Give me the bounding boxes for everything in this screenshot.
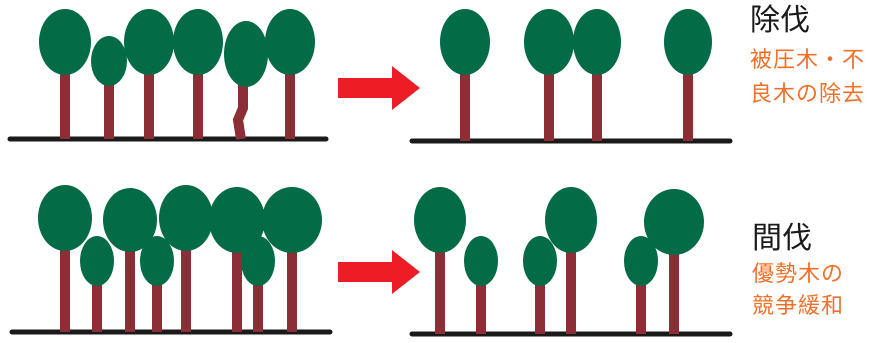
tree-crown bbox=[80, 236, 114, 286]
tree-crown bbox=[624, 236, 658, 286]
tree-crown bbox=[464, 236, 498, 286]
tree-trunk bbox=[60, 218, 70, 332]
tree-trunk bbox=[181, 218, 191, 332]
tree-trunk bbox=[232, 70, 248, 140]
tree bbox=[38, 185, 92, 332]
tree-crown bbox=[524, 9, 574, 75]
tree bbox=[524, 9, 574, 141]
tree-trunk bbox=[544, 42, 554, 141]
row-thinning-description-line-2: 競争緩和 bbox=[752, 294, 845, 319]
tree-crown bbox=[644, 189, 704, 255]
tree bbox=[545, 187, 597, 334]
tree bbox=[209, 187, 265, 332]
row-weeding-arrow bbox=[338, 66, 420, 110]
tree-trunk bbox=[193, 42, 203, 139]
tree-trunk bbox=[476, 261, 486, 334]
tree-crown bbox=[414, 187, 466, 253]
tree-crown bbox=[91, 36, 127, 86]
tree-crown bbox=[140, 236, 174, 286]
tree-trunk bbox=[460, 42, 470, 141]
row-weeding-title: 除伐 bbox=[750, 3, 810, 38]
tree-crown bbox=[39, 9, 91, 75]
tree-trunk bbox=[669, 222, 679, 334]
tree-trunk bbox=[92, 261, 102, 332]
tree bbox=[573, 9, 621, 141]
tree-crown bbox=[573, 9, 621, 75]
row-thinning-before-scene bbox=[9, 185, 333, 335]
tree bbox=[414, 187, 466, 334]
tree-trunk bbox=[566, 220, 576, 334]
tree-trunk bbox=[435, 220, 445, 334]
row-thinning-after-scene bbox=[409, 187, 733, 337]
tree bbox=[224, 21, 268, 140]
tree-crown bbox=[159, 185, 213, 251]
tree-crown bbox=[265, 9, 315, 75]
tree bbox=[39, 9, 91, 139]
tree-crown bbox=[545, 187, 597, 253]
tree-crown bbox=[523, 236, 557, 286]
tree-crown bbox=[224, 21, 268, 87]
row-thinning-description-line-1: 優勢木の bbox=[752, 262, 845, 287]
tree-crown bbox=[241, 236, 275, 286]
row-weeding-description-line-1: 被圧木・不 bbox=[750, 48, 866, 73]
tree bbox=[80, 236, 114, 332]
tree-crown bbox=[664, 9, 712, 75]
row-thinning bbox=[9, 185, 733, 337]
tree bbox=[440, 9, 490, 141]
tree bbox=[464, 236, 498, 334]
row-weeding-description-line-2: 良木の除去 bbox=[750, 82, 866, 107]
tree-trunk bbox=[636, 261, 646, 334]
tree bbox=[140, 236, 174, 332]
tree bbox=[173, 9, 223, 139]
row-weeding-before-scene bbox=[7, 9, 329, 142]
tree bbox=[159, 185, 213, 332]
tree bbox=[624, 236, 658, 334]
tree-trunk bbox=[144, 42, 154, 139]
tree-trunk bbox=[535, 261, 545, 334]
tree-crown bbox=[103, 188, 157, 252]
tree-trunk bbox=[592, 42, 602, 141]
tree-trunk bbox=[232, 220, 242, 332]
row-thinning-arrow bbox=[338, 250, 420, 294]
tree-trunk bbox=[104, 61, 114, 139]
tree-crown bbox=[209, 187, 265, 253]
row-weeding-after-scene bbox=[409, 9, 733, 144]
tree-crown bbox=[38, 185, 92, 251]
tree-crown bbox=[124, 9, 174, 75]
tree bbox=[265, 9, 315, 139]
tree bbox=[124, 9, 174, 139]
tree-trunk bbox=[152, 261, 162, 332]
row-thinning-title: 間伐 bbox=[752, 221, 812, 256]
tree bbox=[644, 189, 704, 334]
tree bbox=[241, 236, 275, 332]
tree-trunk bbox=[125, 220, 135, 332]
tree-trunk bbox=[253, 261, 263, 332]
tree-trunk bbox=[287, 220, 297, 332]
tree-crown bbox=[440, 9, 490, 75]
tree bbox=[523, 236, 557, 334]
row-weeding bbox=[7, 9, 733, 144]
tree bbox=[664, 9, 712, 141]
tree-trunk bbox=[285, 42, 295, 139]
tree bbox=[262, 187, 322, 332]
tree bbox=[91, 36, 127, 139]
tree bbox=[103, 188, 157, 332]
tree-trunk bbox=[683, 42, 693, 141]
tree-crown bbox=[262, 187, 322, 253]
tree-crown bbox=[173, 9, 223, 75]
tree-trunk bbox=[60, 42, 70, 139]
